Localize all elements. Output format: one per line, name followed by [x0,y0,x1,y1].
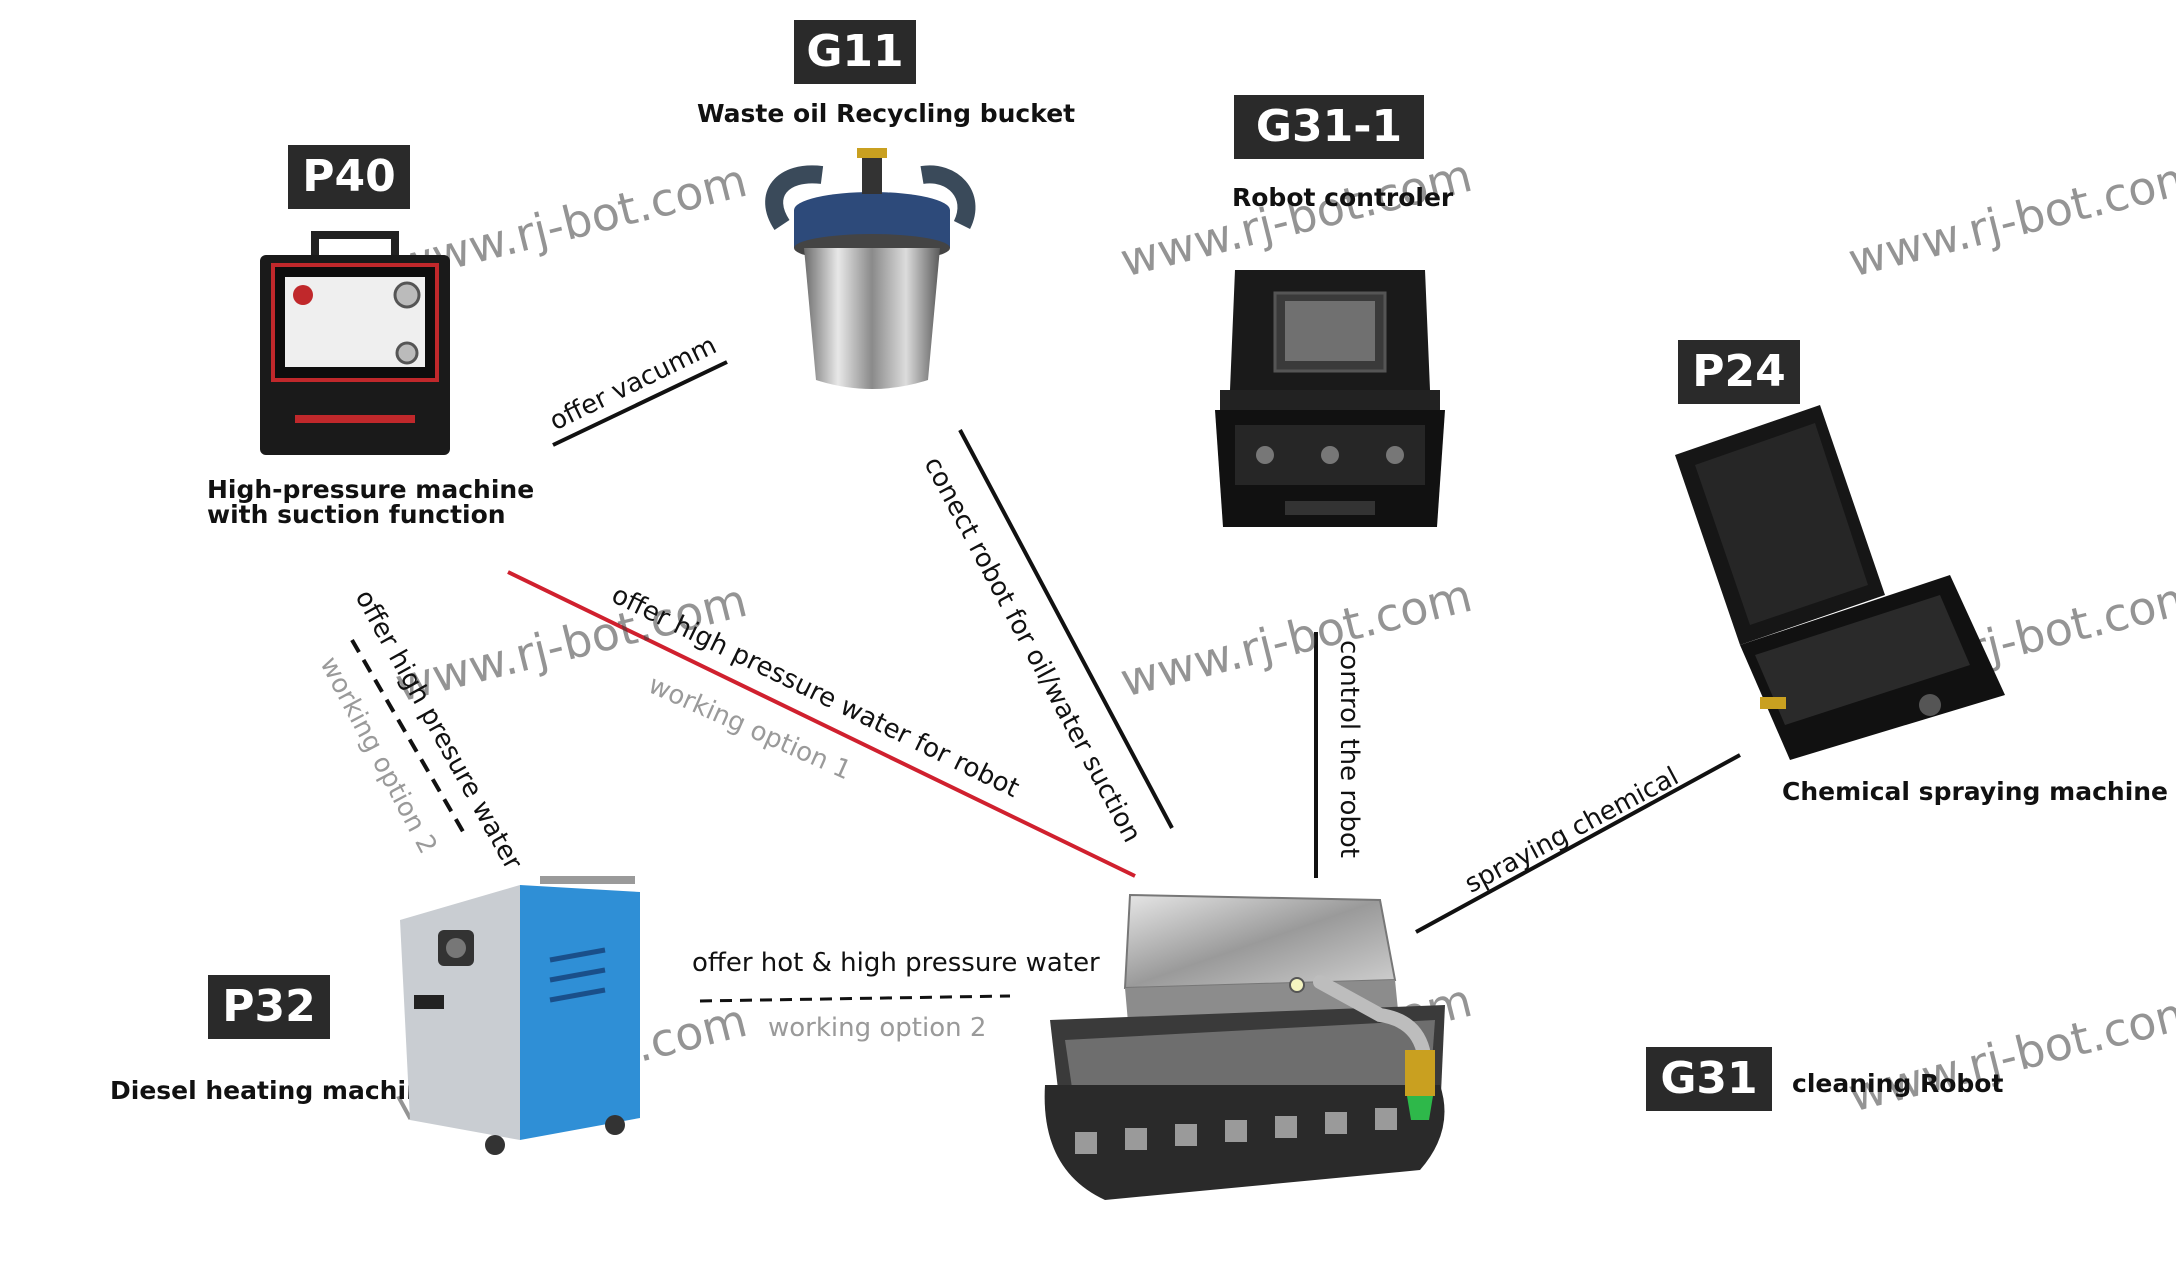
title-p40-line1: High-pressure machine [207,475,535,504]
image-high-pressure-machine [260,231,450,455]
image-cleaning-robot [1044,893,1445,1200]
badge-p24: P24 [1678,340,1800,404]
badge-g31-1: G31-1 [1234,95,1424,159]
title-p40-line2: with suction function [207,500,506,529]
image-chemical-spraying-machine [1675,405,2005,760]
line-chemical [1415,753,1741,934]
line-vacuum [552,360,728,447]
label-control-robot: control the robot [1334,640,1364,858]
line-option1 [507,570,1136,878]
image-robot-controller [1215,270,1445,527]
label-working-option-2-horizontal: working option 2 [768,1013,987,1043]
image-diesel-heating-machine [400,876,640,1155]
label-hot-high-pressure-water: offer hot & high pressure water [692,948,1100,978]
line-suction [958,429,1174,829]
badge-p40: P40 [288,145,410,209]
badge-p32: P32 [208,975,330,1039]
title-p32: Diesel heating machine [110,1076,441,1105]
image-waste-oil-bucket [765,148,976,389]
title-g31-1: Robot controler [1232,183,1454,212]
line-option2-vertical [350,638,467,837]
line-option2-horizontal [699,994,1011,1003]
badge-g11: G11 [794,20,916,84]
title-p24: Chemical spraying machine [1782,777,2169,806]
badge-g31: G31 [1646,1047,1772,1111]
title-g31: cleaning Robot [1792,1069,2004,1098]
title-g11: Waste oil Recycling bucket [697,99,1076,128]
